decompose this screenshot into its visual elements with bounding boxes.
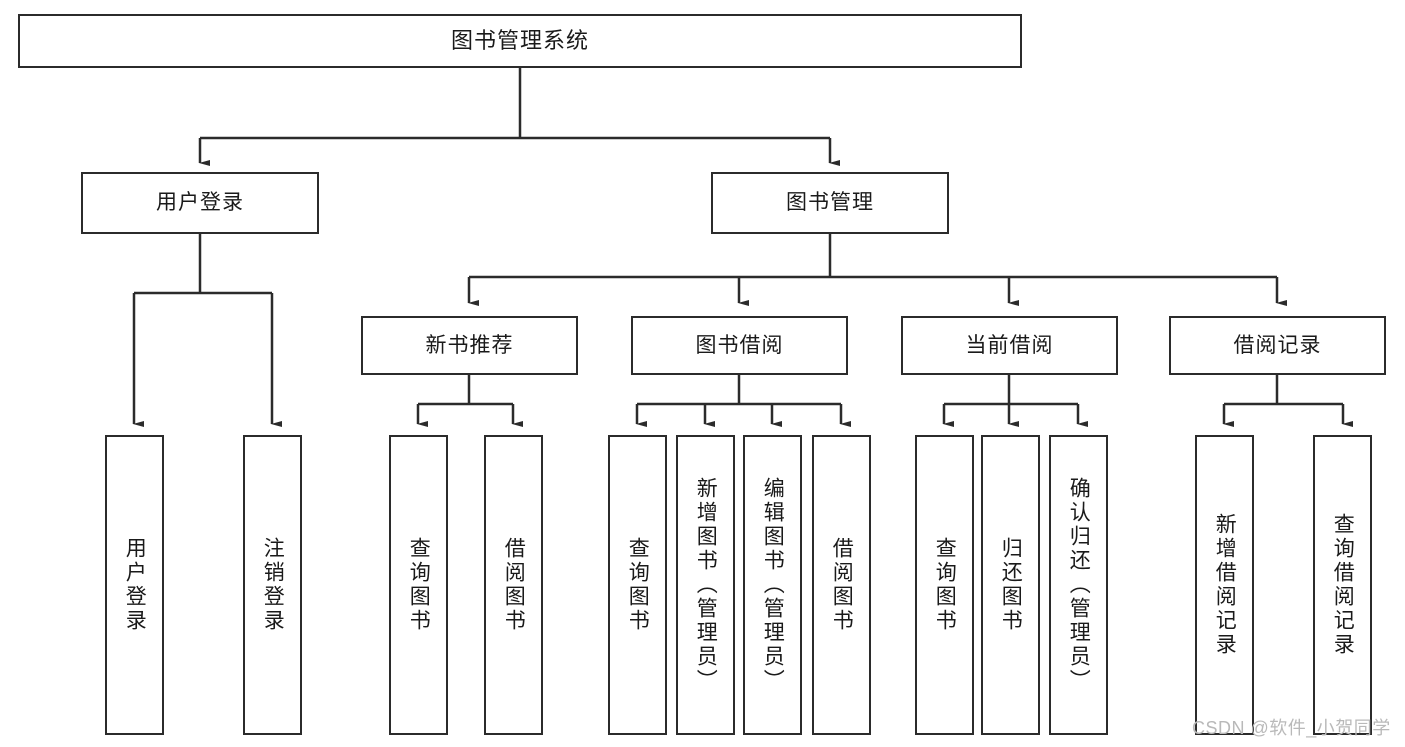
node-label: 新增图书（管理员） bbox=[694, 477, 718, 693]
node-borrow-record[interactable]: 借阅记录 bbox=[1169, 316, 1386, 375]
leaf-query-record[interactable]: 查询借阅记录 bbox=[1313, 435, 1372, 735]
node-label: 借阅记录 bbox=[1233, 333, 1322, 357]
node-label: 归还图书 bbox=[999, 537, 1023, 633]
leaf-query-book-2[interactable]: 查询图书 bbox=[608, 435, 667, 735]
leaf-query-book-1[interactable]: 查询图书 bbox=[389, 435, 448, 735]
node-label: 用户登录 bbox=[123, 537, 147, 633]
leaf-query-book-3[interactable]: 查询图书 bbox=[915, 435, 974, 735]
node-new-book-recommend[interactable]: 新书推荐 bbox=[361, 316, 578, 375]
node-root-book-management-system[interactable]: 图书管理系统 bbox=[18, 14, 1022, 68]
leaf-logout-login[interactable]: 注销登录 bbox=[243, 435, 302, 735]
node-label: 查询图书 bbox=[626, 537, 650, 633]
node-label: 查询图书 bbox=[933, 537, 957, 633]
node-book-borrow[interactable]: 图书借阅 bbox=[631, 316, 848, 375]
leaf-borrow-book-1[interactable]: 借阅图书 bbox=[484, 435, 543, 735]
leaf-return-book[interactable]: 归还图书 bbox=[981, 435, 1040, 735]
leaf-add-record[interactable]: 新增借阅记录 bbox=[1195, 435, 1254, 735]
node-label: 查询图书 bbox=[407, 537, 431, 633]
node-label: 新书推荐 bbox=[425, 333, 514, 357]
node-label: 借阅图书 bbox=[502, 537, 526, 633]
node-label: 用户登录 bbox=[156, 191, 244, 215]
node-label: 编辑图书（管理员） bbox=[761, 477, 785, 693]
leaf-user-login[interactable]: 用户登录 bbox=[105, 435, 164, 735]
leaf-confirm-return[interactable]: 确认归还（管理员） bbox=[1049, 435, 1108, 735]
node-label: 注销登录 bbox=[261, 537, 285, 633]
node-label: 图书管理 bbox=[786, 191, 874, 215]
node-label: 图书借阅 bbox=[695, 333, 784, 357]
node-label: 借阅图书 bbox=[830, 537, 854, 633]
node-current-borrow[interactable]: 当前借阅 bbox=[901, 316, 1118, 375]
node-label: 当前借阅 bbox=[965, 333, 1054, 357]
node-book-management[interactable]: 图书管理 bbox=[711, 172, 949, 234]
node-user-login[interactable]: 用户登录 bbox=[81, 172, 319, 234]
leaf-add-book[interactable]: 新增图书（管理员） bbox=[676, 435, 735, 735]
node-label: 确认归还（管理员） bbox=[1067, 477, 1091, 693]
leaf-borrow-book-2[interactable]: 借阅图书 bbox=[812, 435, 871, 735]
node-label: 查询借阅记录 bbox=[1331, 513, 1355, 657]
csdn-watermark: CSDN @软件_小贺同学 bbox=[1192, 718, 1391, 738]
node-label: 图书管理系统 bbox=[450, 27, 589, 53]
leaf-edit-book[interactable]: 编辑图书（管理员） bbox=[743, 435, 802, 735]
node-label: 新增借阅记录 bbox=[1213, 513, 1237, 657]
